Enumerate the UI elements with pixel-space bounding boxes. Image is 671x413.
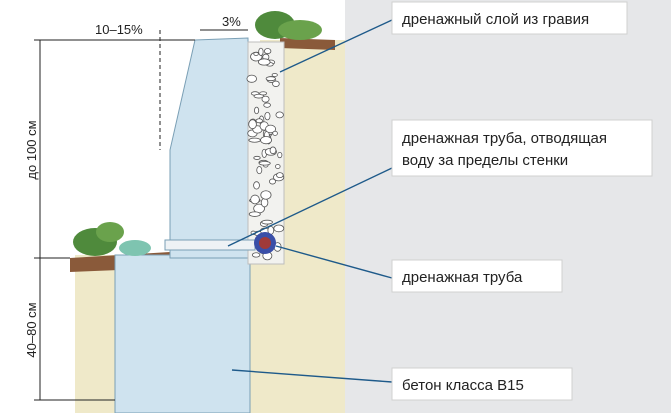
topsoil-right [280,38,335,50]
gravel-stone [248,137,261,143]
callout-pipe-outlet-line1: дренажная труба, отводящая [402,130,607,147]
wall-height-label: до 100 см [24,120,39,179]
foundation-depth-label: 40–80 см [24,302,39,357]
gravel-stone [272,130,278,136]
callout-concrete: бетон класса В15 [391,367,573,401]
gravel-stone [257,58,271,66]
gravel-stone [258,161,271,166]
gravel-stone [263,48,272,55]
face-slope-label: 10–15% [95,22,143,37]
background-panel [345,0,671,413]
gravel-stone [261,219,273,225]
gravel-stone [253,51,259,56]
gravel-stone [258,47,264,56]
gravel-stone [246,74,257,83]
dimension-face-slope [159,30,195,150]
gravel-stone [255,118,263,124]
gravel-stone [261,95,270,103]
gravel-stone [265,124,276,134]
callout-drain-pipe: дренажная труба [391,259,563,293]
callout-pipe-outlet-line2: воду за пределы стенки [402,152,568,169]
gravel-stone [275,164,281,169]
callout-gravel: дренажный слой из гравия [391,1,628,35]
dimension-foundation-depth [34,258,115,401]
gravel-stone [263,102,271,108]
gravel-stone [269,146,277,155]
gravel-stone [264,111,271,121]
gravel-stone [254,106,260,115]
plant-left [73,222,151,256]
concrete-wall [169,37,249,259]
gravel-stone [265,76,276,82]
gravel-stone [260,190,272,200]
gravel-stone [271,73,278,77]
gravel-stone [250,194,260,205]
callout-pipe-outlet: дренажная труба, отводящая воду за преде… [391,119,653,177]
gravel-stone [269,178,276,185]
gravel-stone [272,80,280,87]
outlet-pipe [164,239,256,251]
gravel-stone [259,91,268,96]
drain-pipe-inner [259,237,271,249]
leader-lines [227,19,393,383]
concrete-foundation [114,254,251,413]
callout-drain-pipe-text: дренажная труба [402,269,523,286]
gravel-stone [277,151,283,159]
gravel-stone [260,197,269,208]
gravel-stone [248,211,261,217]
gravel-stone [260,136,272,145]
top-slope-label: 3% [222,14,241,29]
gravel-stone [253,181,260,190]
callout-gravel-text: дренажный слой из гравия [402,11,589,28]
gravel-stone [248,119,257,130]
gravel-stone [253,155,261,160]
gravel-stone [276,172,284,179]
plant-right [255,11,322,40]
gravel-stone [273,224,285,233]
callout-concrete-text: бетон класса В15 [402,377,524,394]
gravel-stone [256,166,263,175]
gravel-stone [275,111,284,119]
gravel-stone [251,252,261,258]
